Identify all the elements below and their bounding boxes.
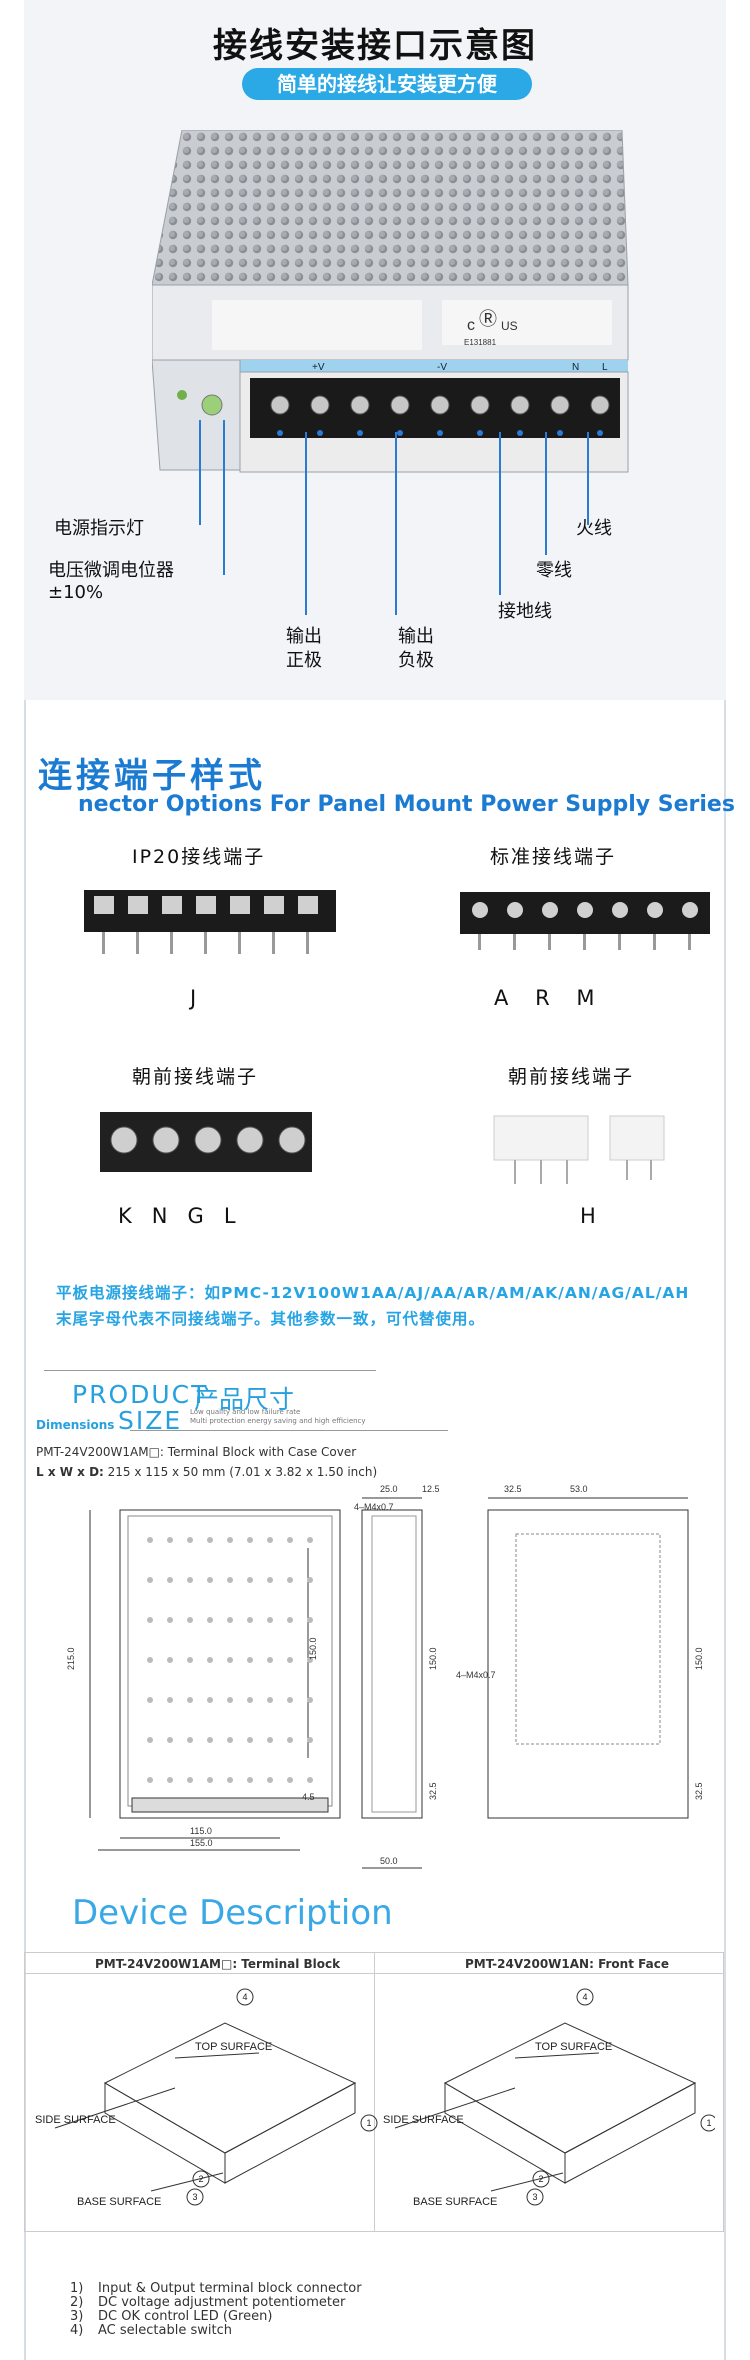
lwd-line: L x W x D: 215 x 115 x 50 mm (7.01 x 3.8… <box>36 1465 378 1479</box>
svg-text:4.5: 4.5 <box>302 1792 315 1802</box>
svg-text:53.0: 53.0 <box>570 1484 588 1494</box>
svg-text:12.5: 12.5 <box>422 1484 440 1494</box>
connector-subtitle: nector Options For Panel Mount Power Sup… <box>78 792 735 817</box>
svg-text:32.5: 32.5 <box>694 1782 704 1800</box>
left-border <box>24 0 26 2360</box>
label-voltage-pot: 电压微调电位器 <box>48 560 174 581</box>
svg-text:150.0: 150.0 <box>308 1637 318 1660</box>
dimensions-label: Dimensions <box>36 1418 115 1432</box>
svg-text:2: 2 <box>198 2174 203 2184</box>
model-line: PMT-24V200W1AM□: Terminal Block with Cas… <box>36 1445 357 1459</box>
svg-text:4–M4x0.7: 4–M4x0.7 <box>456 1670 496 1680</box>
svg-text:SIDE SURFACE: SIDE SURFACE <box>35 2114 116 2126</box>
standard-terminal-image <box>460 892 710 950</box>
ip20-letters: J <box>190 986 197 1010</box>
power-supply-illustration: c Ⓡ US E131881 +V -V N L <box>152 130 629 473</box>
product-tagline: Low quality and low failure rate Multi p… <box>190 1408 366 1425</box>
svg-text:50.0: 50.0 <box>380 1856 398 1866</box>
label-voltage-range: ±10% <box>48 582 104 603</box>
svg-text:BASE SURFACE: BASE SURFACE <box>413 2196 497 2208</box>
device-drawings: TOP SURFACE SIDE SURFACE BASE SURFACE TO… <box>35 1988 715 2208</box>
label-ground: 接地线 <box>498 601 552 622</box>
label-output-neg-2: 负极 <box>398 650 434 671</box>
front-label: 朝前接线端子 <box>132 1066 259 1088</box>
connector-note: 平板电源接线端子：如PMC-12V100W1AA/AJ/AA/AR/AM/AK/… <box>56 1284 690 1328</box>
svg-text:2: 2 <box>538 2174 543 2184</box>
svg-text:1: 1 <box>366 2118 371 2128</box>
label-output-pos-1: 输出 <box>286 626 322 647</box>
device-diagram-box: PMT-24V200W1AM□: Terminal Block PMT-24V2… <box>24 1952 724 2232</box>
label-neutral: 零线 <box>536 560 572 581</box>
product-title: PRODUCT SIZE <box>72 1380 209 1435</box>
svg-text:US: US <box>501 319 518 333</box>
svg-text:32.5: 32.5 <box>428 1782 438 1800</box>
list-item: 3)DC OK control LED (Green) <box>70 2309 273 2324</box>
page-title: 接线安装接口示意图 <box>213 26 537 66</box>
right-border <box>724 0 726 2360</box>
svg-text:150.0: 150.0 <box>428 1647 438 1670</box>
subtitle-badge: 简单的接线让安装更方便 <box>242 68 532 100</box>
svg-text:SIDE SURFACE: SIDE SURFACE <box>383 2114 464 2126</box>
plus-v-label: +V <box>312 362 325 373</box>
divider-top <box>44 1370 376 1371</box>
svg-text:25.0: 25.0 <box>380 1484 398 1494</box>
dimension-drawing: 215.0 150.0 115.0 155.0 4.5 4–M4x0.7 25.… <box>66 1484 704 1869</box>
svg-text:115.0: 115.0 <box>190 1826 212 1836</box>
svg-text:3: 3 <box>192 2192 197 2202</box>
list-item: 2)DC voltage adjustment potentiometer <box>70 2295 346 2310</box>
svg-text:TOP SURFACE: TOP SURFACE <box>195 2041 272 2053</box>
standard-letters: A R M <box>494 986 595 1010</box>
svg-text:1: 1 <box>706 2118 711 2128</box>
svg-text:32.5: 32.5 <box>504 1484 522 1494</box>
label-live: 火线 <box>576 518 612 539</box>
label-output-pos-2: 正极 <box>286 650 322 671</box>
callout-lines <box>199 420 589 615</box>
n-label: N <box>572 362 579 373</box>
svg-text:4: 4 <box>242 1992 247 2002</box>
ip20-label: IP20接线端子 <box>132 846 266 868</box>
minus-v-label: -V <box>437 362 447 373</box>
svg-text:215.0: 215.0 <box>66 1647 76 1670</box>
l-label: L <box>602 362 608 373</box>
list-item: 1)Input & Output terminal block connecto… <box>70 2281 362 2296</box>
divider-bottom <box>130 1430 448 1431</box>
svg-text:TOP SURFACE: TOP SURFACE <box>535 2041 612 2053</box>
front-terminal-image <box>100 1112 312 1172</box>
svg-text:155.0: 155.0 <box>190 1838 213 1848</box>
label-output-neg-1: 输出 <box>398 626 434 647</box>
product-title-cn: 产品尺寸 <box>194 1385 295 1414</box>
cert-number: E131881 <box>464 338 497 347</box>
svg-text:150.0: 150.0 <box>694 1647 704 1670</box>
list-item: 4)AC selectable switch <box>70 2323 232 2338</box>
svg-text:4–M4x0.7: 4–M4x0.7 <box>354 1502 394 1512</box>
svg-text:3: 3 <box>532 2192 537 2202</box>
wiring-section: 接线安装接口示意图 简单的接线让安装更方便 c Ⓡ US E131881 +V … <box>24 0 726 700</box>
svg-text:4: 4 <box>582 1992 587 2002</box>
right-header: PMT-24V200W1AN: Front Face <box>465 1957 669 1971</box>
svg-text:c: c <box>467 317 475 334</box>
front2-label: 朝前接线端子 <box>508 1066 635 1088</box>
device-title: Device Description <box>72 1893 393 1933</box>
ip20-terminal-image <box>84 890 336 954</box>
front-letters: K N G L <box>118 1204 236 1228</box>
left-header: PMT-24V200W1AM□: Terminal Block <box>95 1957 341 1971</box>
feature-list: 1)Input & Output terminal block connecto… <box>70 2282 362 2338</box>
svg-text:BASE SURFACE: BASE SURFACE <box>77 2196 161 2208</box>
front2-letters: H <box>580 1204 596 1228</box>
standard-label: 标准接线端子 <box>490 846 617 868</box>
connector-title: 连接端子样式 <box>38 756 266 796</box>
label-power-led: 电源指示灯 <box>54 518 144 539</box>
svg-text:Ⓡ: Ⓡ <box>479 309 497 329</box>
h-terminal-image <box>493 1115 665 1184</box>
